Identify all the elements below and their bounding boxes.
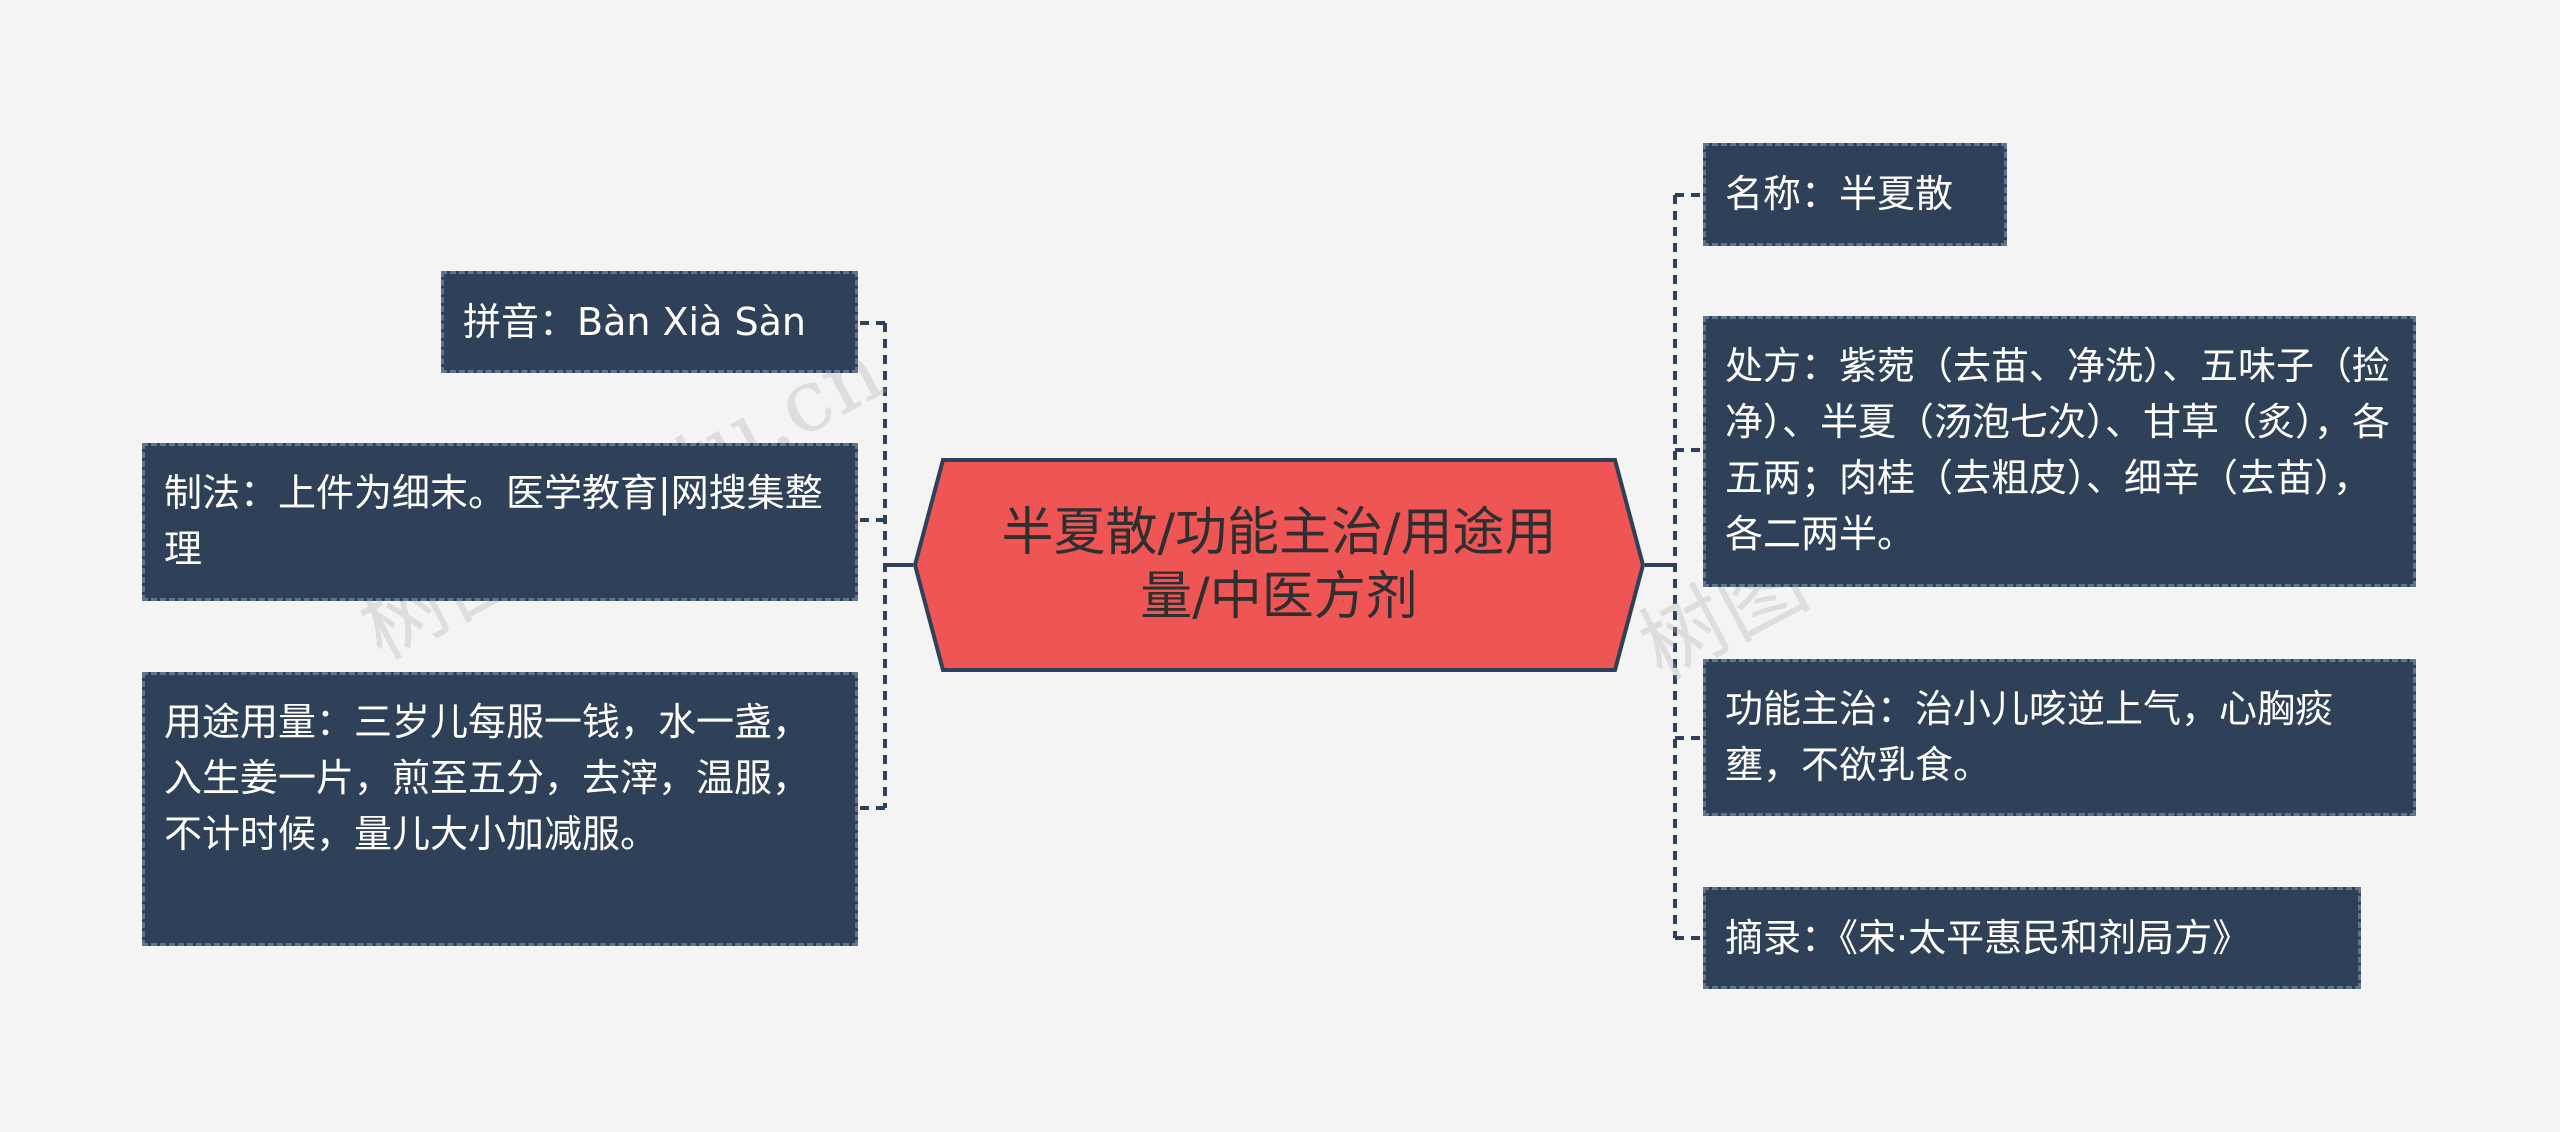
- center-topic-title: 半夏散/功能主治/用途用量/中医方剂: [1001, 503, 1557, 627]
- topic-chufang[interactable]: 处方：紫菀（去苗、净洗）、五味子（捡净）、半夏（汤泡七次）、甘草（炙），各五两；…: [1703, 316, 2416, 587]
- topic-yongtu-yongliang[interactable]: 用途用量：三岁儿每服一钱，水一盏，入生姜一片，煎至五分，去滓，温服，不计时候，量…: [142, 672, 858, 946]
- topic-mingcheng[interactable]: 名称：半夏散: [1703, 143, 2007, 246]
- topic-pinyin[interactable]: 拼音：Bàn Xià Sàn: [441, 271, 858, 373]
- topic-zhifa[interactable]: 制法：上件为细末。医学教育|网搜集整理: [142, 443, 858, 601]
- topic-gongneng-zhuzhi[interactable]: 功能主治：治小儿咳逆上气，心胸痰壅，不欲乳食。: [1703, 659, 2416, 816]
- center-hexagon-shape: [913, 458, 1645, 672]
- center-topic[interactable]: 半夏散/功能主治/用途用量/中医方剂: [913, 458, 1645, 672]
- topic-zhailu[interactable]: 摘录：《宋·太平惠民和剂局方》: [1703, 887, 2361, 989]
